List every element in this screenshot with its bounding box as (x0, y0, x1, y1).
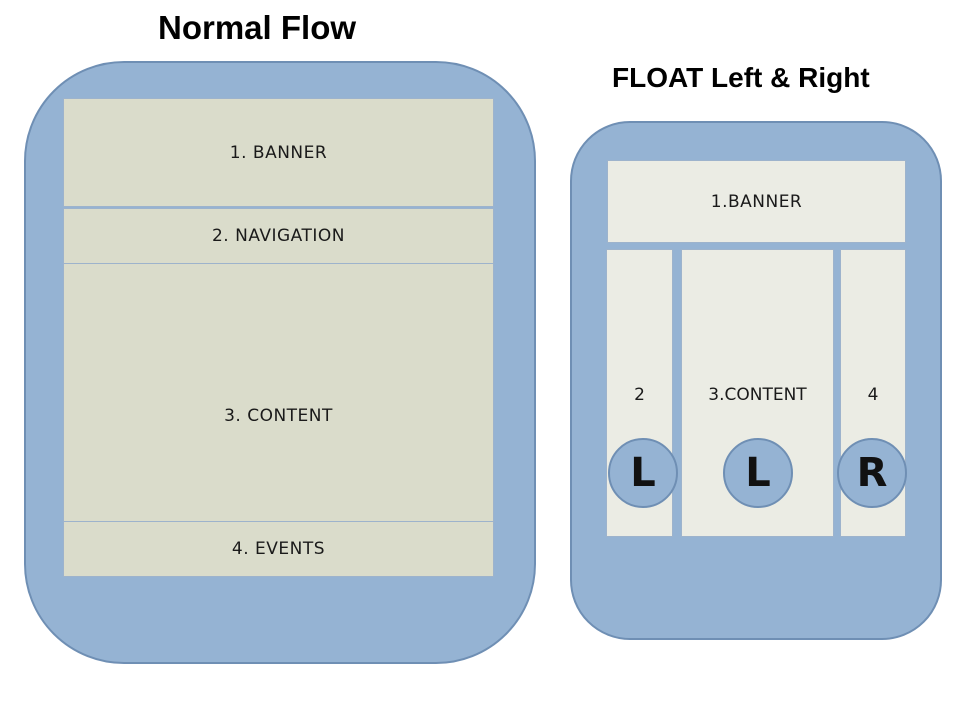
normal-flow-title: Normal Flow (158, 9, 357, 46)
normal-flow-content-box: 3. CONTENT (63, 263, 494, 568)
float-layout-title: FLOAT Left & Right (612, 62, 870, 93)
float-layout-content-label: 3.CONTENT (708, 385, 807, 405)
float-layout-banner-box: 1.BANNER (607, 160, 906, 243)
float-right-badge: R (837, 438, 907, 508)
content-float-left-badge: L (723, 438, 793, 508)
float-layout-left-column-label: 2 (634, 385, 645, 405)
normal-flow-events-box: 4. EVENTS (63, 521, 494, 577)
float-left-badge: L (608, 438, 678, 508)
float-layout-right-column-label: 4 (867, 385, 879, 405)
normal-flow-banner-box: 1. BANNER (63, 98, 494, 207)
normal-flow-navigation-box: 2. NAVIGATION (63, 208, 494, 264)
